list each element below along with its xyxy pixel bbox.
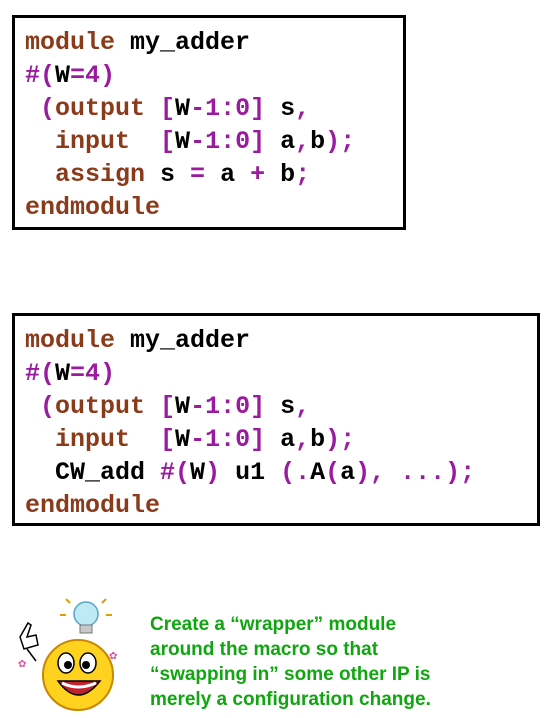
code-token: #( bbox=[25, 359, 56, 388]
code-line: module my_adder bbox=[25, 26, 355, 59]
code-token: ( bbox=[325, 458, 341, 487]
code-token: = bbox=[70, 359, 86, 388]
svg-text:✿: ✿ bbox=[109, 651, 117, 662]
code-token: [ bbox=[130, 425, 176, 454]
code-token: W bbox=[175, 127, 191, 156]
code-token: [ bbox=[145, 94, 176, 123]
code-token: module bbox=[25, 28, 116, 57]
code-token: ; bbox=[295, 160, 311, 189]
code-token: endmodule bbox=[25, 193, 161, 222]
code-token: [ bbox=[130, 127, 176, 156]
code-token: input bbox=[25, 425, 131, 454]
code-token: b bbox=[310, 127, 326, 156]
hand-icon bbox=[19, 621, 39, 662]
tip-note: Create a “wrapper” module around the mac… bbox=[150, 612, 510, 712]
code-token: W bbox=[55, 61, 71, 90]
code-token: output bbox=[55, 94, 146, 123]
code-line: #(W=4) bbox=[25, 59, 355, 92]
code-token: = bbox=[70, 61, 86, 90]
code-listing: module my_adder#(W=4) (output [W-1:0] s,… bbox=[25, 324, 475, 522]
code-token: A bbox=[310, 458, 326, 487]
code-token: input bbox=[25, 127, 131, 156]
lightbulb-icon bbox=[60, 598, 112, 634]
code-token: a bbox=[340, 458, 356, 487]
code-token: #( bbox=[160, 458, 191, 487]
code-token: W bbox=[55, 359, 71, 388]
code-line: assign s = a + b; bbox=[25, 158, 355, 191]
code-listing: module my_adder#(W=4) (output [W-1:0] s,… bbox=[25, 26, 355, 224]
code-token: W bbox=[175, 392, 191, 421]
code-box-original: module my_adder#(W=4) (output [W-1:0] s,… bbox=[12, 15, 406, 230]
code-token: my_adder bbox=[115, 28, 251, 57]
code-token: a bbox=[265, 127, 296, 156]
code-token: ) bbox=[100, 61, 116, 90]
code-token: b bbox=[265, 160, 296, 189]
code-token: assign bbox=[25, 160, 146, 189]
code-token: ( bbox=[25, 94, 56, 123]
note-line: merely a configuration change. bbox=[150, 689, 431, 710]
code-token: #( bbox=[25, 61, 56, 90]
code-token: ) bbox=[100, 359, 116, 388]
code-token: s bbox=[265, 94, 296, 123]
code-token: ); bbox=[325, 425, 356, 454]
code-token: -1:0 bbox=[190, 127, 251, 156]
code-token: s bbox=[265, 392, 296, 421]
note-line: around the macro so that bbox=[150, 639, 379, 660]
code-token: ] bbox=[250, 127, 266, 156]
code-token: ); bbox=[325, 127, 356, 156]
code-box-wrapper: module my_adder#(W=4) (output [W-1:0] s,… bbox=[12, 313, 540, 526]
code-token: (. bbox=[280, 458, 311, 487]
code-line: (output [W-1:0] s, bbox=[25, 390, 475, 423]
code-token: ] bbox=[250, 392, 266, 421]
code-token: ] bbox=[250, 425, 266, 454]
code-token: 4 bbox=[85, 359, 101, 388]
code-token: output bbox=[55, 392, 146, 421]
code-token: , bbox=[295, 392, 311, 421]
code-line: input [W-1:0] a,b); bbox=[25, 125, 355, 158]
code-token: u1 bbox=[220, 458, 281, 487]
code-token: + bbox=[250, 160, 266, 189]
code-token: CW_add bbox=[25, 458, 161, 487]
code-token: s bbox=[145, 160, 191, 189]
smiley-face bbox=[42, 639, 114, 711]
code-line: endmodule bbox=[25, 191, 355, 224]
code-line: module my_adder bbox=[25, 324, 475, 357]
code-token: module bbox=[25, 326, 116, 355]
code-token: W bbox=[190, 458, 206, 487]
code-token: -1:0 bbox=[190, 425, 251, 454]
code-token: a bbox=[265, 425, 296, 454]
code-line: CW_add #(W) u1 (.A(a), ...); bbox=[25, 456, 475, 489]
code-line: input [W-1:0] a,b); bbox=[25, 423, 475, 456]
code-token: b bbox=[310, 425, 326, 454]
code-line: (output [W-1:0] s, bbox=[25, 92, 355, 125]
code-token: ] bbox=[250, 94, 266, 123]
code-token: , bbox=[295, 94, 311, 123]
smiley-lightbulb-icon: ✿ ✿ bbox=[18, 598, 117, 711]
note-line: “swapping in” some other IP is bbox=[150, 664, 431, 685]
svg-text:✿: ✿ bbox=[18, 659, 26, 670]
code-token: [ bbox=[145, 392, 176, 421]
code-token: a bbox=[205, 160, 251, 189]
code-token: , bbox=[295, 127, 311, 156]
code-line: endmodule bbox=[25, 489, 475, 522]
code-token: W bbox=[175, 425, 191, 454]
code-token: = bbox=[190, 160, 206, 189]
code-token: -1:0 bbox=[190, 392, 251, 421]
code-token: , bbox=[295, 425, 311, 454]
code-token: 4 bbox=[85, 61, 101, 90]
code-token: endmodule bbox=[25, 491, 161, 520]
code-token: ), ...); bbox=[355, 458, 476, 487]
code-token: W bbox=[175, 94, 191, 123]
code-token: my_adder bbox=[115, 326, 251, 355]
code-token: ( bbox=[25, 392, 56, 421]
code-token: ) bbox=[205, 458, 221, 487]
note-line: Create a “wrapper” module bbox=[150, 614, 397, 635]
code-token: -1:0 bbox=[190, 94, 251, 123]
code-line: #(W=4) bbox=[25, 357, 475, 390]
